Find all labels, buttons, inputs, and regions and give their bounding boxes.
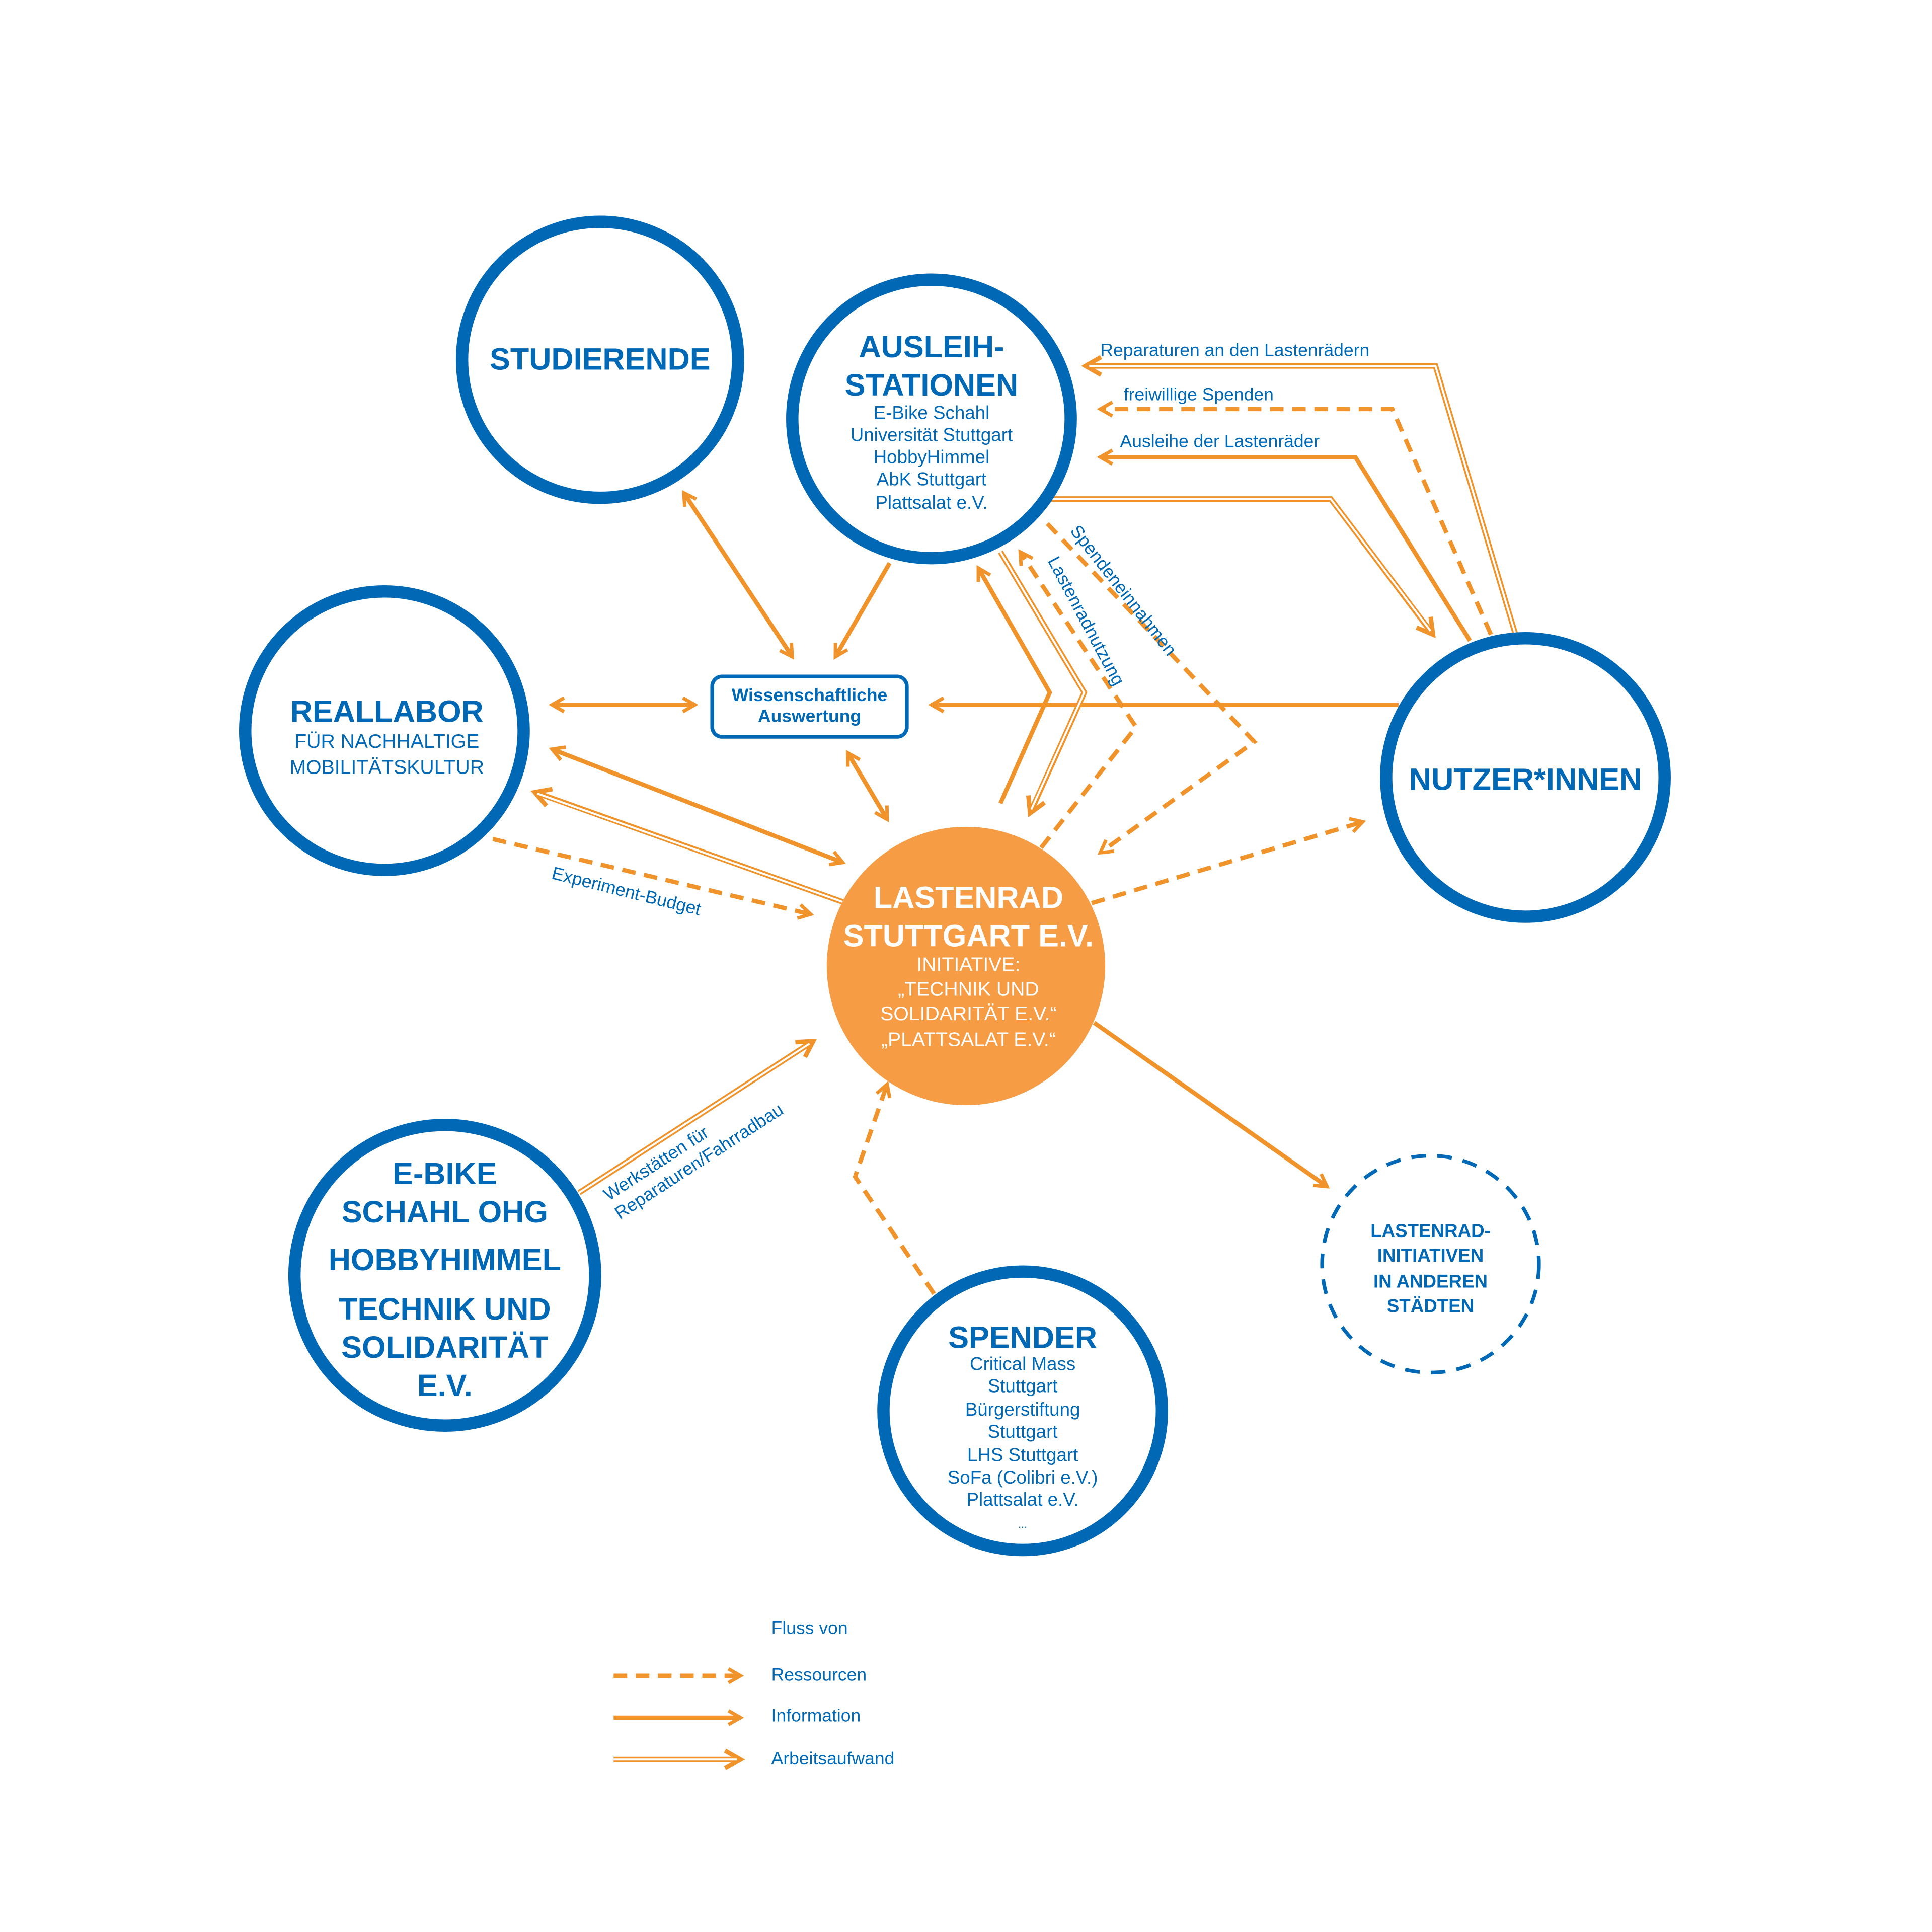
node-title: INITIATIVEN xyxy=(1377,1245,1484,1266)
node-title: REALLABOR xyxy=(290,694,484,729)
arrow-wiss-lastenrad xyxy=(845,749,889,823)
arrow-reallabor-lastenrad xyxy=(549,745,846,867)
node-title: STUDIERENDE xyxy=(490,342,711,376)
node-reallabor: REALLABOR FÜR NACHHALTIGE MOBILITÄTSKULT… xyxy=(239,585,530,876)
arrow-lastenrad-ausleih-info xyxy=(976,565,1052,805)
edge-label-reparaturen: Reparaturen an den Lastenrädern xyxy=(1100,340,1369,360)
node-title: E.V. xyxy=(417,1368,473,1403)
legend-title: Fluss von xyxy=(771,1618,848,1638)
node-lastenrad-initiativen: LASTENRAD- INITIATIVEN IN ANDEREN STÄDTE… xyxy=(1320,1153,1541,1375)
node-title: STUTTGART E.V. xyxy=(843,918,1094,953)
node-title: SPENDER xyxy=(948,1320,1097,1354)
node-title: LASTENRAD- xyxy=(1370,1220,1491,1241)
node-subtitle: SOLIDARITÄT E.V.“ xyxy=(880,1003,1056,1025)
member: Universität Stuttgart xyxy=(851,425,1013,445)
node-title: TECHNIK UND xyxy=(339,1292,551,1326)
legend-item: Ressourcen xyxy=(771,1665,867,1685)
node-subtitle: MOBILITÄTSKULTUR xyxy=(290,757,485,779)
member: SoFa (Colibri e.V.) xyxy=(948,1467,1098,1488)
arrow-lastenrad-nutzer xyxy=(1091,817,1366,905)
arrow-freiwillige-spenden xyxy=(1097,401,1493,636)
node-title: NUTZER*INNEN xyxy=(1409,762,1642,796)
member: LHS Stuttgart xyxy=(967,1445,1078,1465)
node-title: SCHAHL OHG xyxy=(342,1195,548,1229)
node-subtitle: „PLATTSALAT E.V.“ xyxy=(881,1029,1056,1051)
node-title: STÄDTEN xyxy=(1387,1295,1474,1316)
member: Plattsalat e.V. xyxy=(967,1489,1079,1510)
arrow-spendeneinnahmen xyxy=(1045,522,1258,855)
node-title: Wissenschaftliche xyxy=(732,685,887,705)
legend-item: Information xyxy=(771,1705,861,1725)
arrow-spender-lastenrad xyxy=(853,1081,936,1295)
node-lastenrad-stuttgart: LASTENRAD STUTTGART E.V. INITIATIVE: „TE… xyxy=(826,826,1106,1106)
node-title: AUSLEIH- xyxy=(859,330,1004,364)
member: Bürgerstiftung xyxy=(965,1399,1080,1420)
member: Stuttgart xyxy=(988,1376,1058,1397)
arrow-lastenradnutzung xyxy=(1018,549,1139,849)
node-wissenschaftliche-auswertung: Wissenschaftliche Auswertung xyxy=(710,674,909,739)
node-subtitle: INITIATIVE: xyxy=(916,954,1020,975)
arrows xyxy=(492,355,1518,1295)
edge-label-spenden: freiwillige Spenden xyxy=(1124,384,1274,405)
node-title: IN ANDEREN xyxy=(1373,1271,1488,1292)
node-ausleihstationen: AUSLEIH- STATIONEN E-Bike Schahl Univers… xyxy=(786,273,1077,565)
legend: Fluss von Ressourcen Information Arbeits… xyxy=(613,1618,895,1770)
arrow-lastenrad-initiativen xyxy=(1093,1021,1330,1189)
member: Critical Mass xyxy=(970,1354,1075,1374)
node-ebike-partners: E-BIKE SCHAHL OHG HOBBYHIMMEL TECHNIK UN… xyxy=(288,1119,601,1432)
node-title: LASTENRAD xyxy=(874,880,1063,914)
member: ... xyxy=(1018,1518,1027,1530)
edge-label-spendeneinnahmen: Spendeneinnahmen xyxy=(1066,521,1181,660)
node-title: E-BIKE xyxy=(393,1156,497,1191)
node-title: SOLIDARITÄT xyxy=(341,1330,548,1364)
member: E-Bike Schahl xyxy=(874,402,990,423)
node-studierende: STUDIERENDE xyxy=(455,215,744,504)
arrow-ausleih-wiss xyxy=(833,562,892,660)
member: Stuttgart xyxy=(988,1421,1058,1442)
node-title: Auswertung xyxy=(758,706,861,726)
arrow-studierende-wiss xyxy=(682,490,795,660)
node-spender: SPENDER Critical Mass Stuttgart Bürgerst… xyxy=(877,1265,1169,1557)
legend-item: Arbeitsaufwand xyxy=(771,1748,895,1768)
member: Plattsalat e.V. xyxy=(875,492,987,513)
node-subtitle: FÜR NACHHALTIGE xyxy=(294,731,479,752)
arrow-reallabor-lastenrad-budget xyxy=(492,837,814,920)
arrow-ausleihe xyxy=(1097,448,1472,642)
node-title: HOBBYHIMMEL xyxy=(329,1243,561,1277)
node-nutzerinnen: NUTZER*INNEN xyxy=(1380,632,1671,923)
member: AbK Stuttgart xyxy=(877,469,986,490)
node-title: STATIONEN xyxy=(845,368,1018,402)
node-subtitle: „TECHNIK UND xyxy=(898,978,1039,1000)
member: HobbyHimmel xyxy=(874,447,990,468)
edge-label-ausleihe: Ausleihe der Lastenräder xyxy=(1120,431,1320,451)
